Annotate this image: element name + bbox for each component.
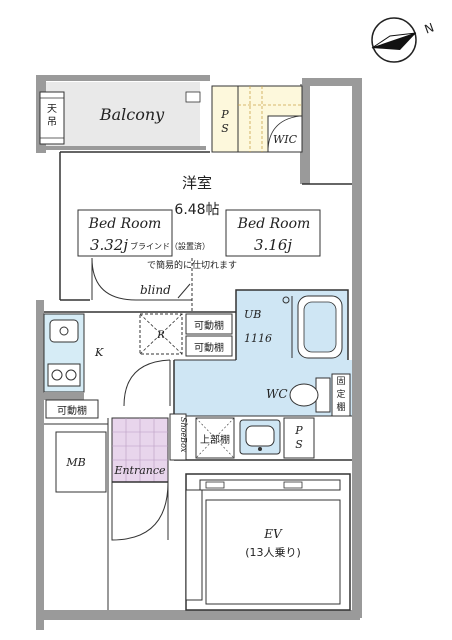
western-room-size: 6.48帖 xyxy=(174,202,219,218)
shoebox xyxy=(169,413,187,461)
wc-label: WC xyxy=(266,387,288,401)
north-label: N xyxy=(423,20,436,36)
elevator-car xyxy=(205,499,341,605)
movable-shelf-2-box xyxy=(185,335,233,357)
ev-capacity: (13人乗り) xyxy=(245,546,301,559)
kitchen-label: K xyxy=(94,346,104,359)
fixed-shelf-label: 固定棚 xyxy=(336,376,345,413)
toilet-icon xyxy=(289,377,331,413)
movable-shelf-3-label: 可動棚 xyxy=(57,404,87,417)
movable-shelf-2-label: 可動棚 xyxy=(194,341,224,354)
upper-shelf-label: 上部棚 xyxy=(200,433,230,446)
bedroom-right-box xyxy=(225,209,321,257)
fridge-space xyxy=(139,313,183,355)
movable-shelf-3-box xyxy=(45,399,99,419)
upper-shelf-box xyxy=(195,417,235,459)
wic-area xyxy=(267,115,303,153)
fridge-label: R xyxy=(156,330,165,341)
ev-label: EV xyxy=(263,527,283,541)
bedroom-right-size: 3.16j xyxy=(254,236,292,254)
bedroom-right-label: Bed Room xyxy=(237,216,311,232)
western-room-label: 洋室 xyxy=(182,174,212,192)
bedroom-left-label: Bed Room xyxy=(88,216,162,232)
mb-box xyxy=(55,431,107,493)
western-room xyxy=(44,151,352,313)
kitchen-sink-icon xyxy=(49,319,79,343)
shoebox-label: ShoeBox xyxy=(179,417,188,453)
wic-label: WIC xyxy=(273,133,298,146)
mb-label: MB xyxy=(65,456,85,469)
movable-shelf-1-box xyxy=(185,313,233,335)
movable-shelf-1-label: 可動棚 xyxy=(194,319,224,332)
balcony-label: Balcony xyxy=(99,105,165,124)
unit-bath-label: UB xyxy=(244,308,261,321)
tenjo-rack-label: 天吊 xyxy=(47,104,57,128)
balcony-area xyxy=(46,82,200,146)
unit-bath-size: 1116 xyxy=(244,332,272,345)
ps-lower-box xyxy=(283,417,315,459)
entrance-label: Entrance xyxy=(113,464,166,477)
entrance-door-swing xyxy=(111,481,169,541)
compass-icon: N xyxy=(371,17,436,63)
tenjo-rack-icon xyxy=(39,91,65,145)
stove-icon xyxy=(47,363,81,387)
bedroom-left-size: 3.32j xyxy=(90,236,128,254)
blind-label: blind xyxy=(140,283,171,297)
bedroom-left-box xyxy=(77,209,173,257)
blind-note-line1: ブラインド（設置済） xyxy=(130,241,210,251)
